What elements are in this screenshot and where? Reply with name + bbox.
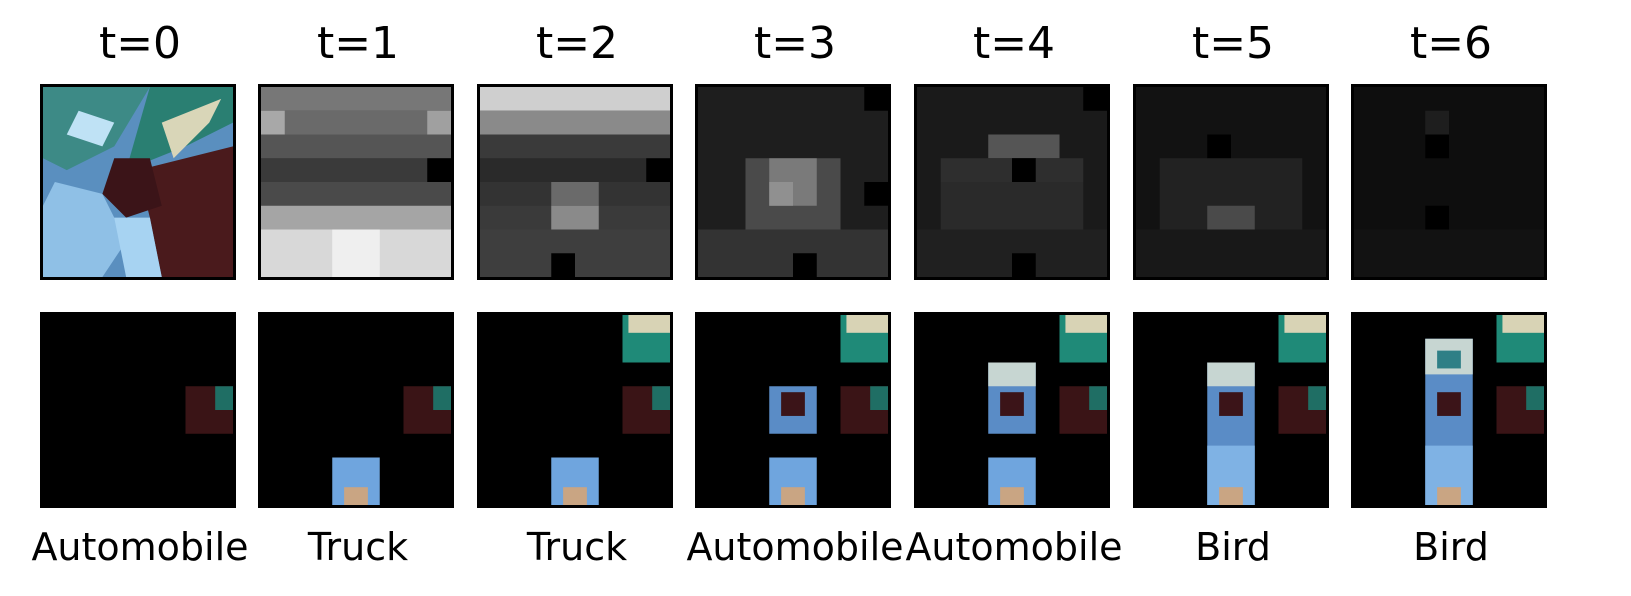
glimpse-canvas [1351, 312, 1547, 508]
prediction-label: Automobile [31, 525, 249, 569]
step-column-3: t=3 [686, 0, 903, 596]
step-column-5: t=5 Bird [1131, 0, 1335, 596]
attention-map [1133, 84, 1329, 280]
attention-map [695, 84, 891, 280]
glimpse-canvas [695, 312, 891, 508]
attention-map [258, 84, 454, 280]
attention-map [1351, 84, 1547, 280]
glimpse-canvas [40, 312, 236, 508]
step-column-4: t=4 [905, 0, 1122, 596]
prediction-label: Automobile [686, 525, 904, 569]
step-column-2: t=2 [475, 0, 679, 596]
prediction-label: Truck [526, 525, 628, 569]
step-title: t=3 [753, 18, 837, 69]
prediction-label: Truck [307, 525, 409, 569]
step-column-6: t=6 [1349, 0, 1553, 596]
prediction-label: Bird [1195, 525, 1271, 569]
step-title: t=5 [1191, 18, 1275, 69]
prediction-label: Bird [1413, 525, 1489, 569]
attention-map [914, 84, 1110, 280]
step-title: t=6 [1409, 18, 1493, 69]
prediction-label: Automobile [905, 525, 1123, 569]
glimpse-canvas [477, 312, 673, 508]
glimpse-canvas [1133, 312, 1329, 508]
step-column-0: t=0 Automobile [31, 0, 248, 596]
glimpse-canvas [258, 312, 454, 508]
step-title: t=1 [316, 18, 400, 69]
glimpse-canvas [914, 312, 1110, 508]
attention-map [477, 84, 673, 280]
step-title: t=4 [972, 18, 1056, 69]
step-column-1: t=1 [256, 0, 460, 596]
step-title: t=0 [98, 18, 182, 69]
step-title: t=2 [535, 18, 619, 69]
input-image [40, 84, 236, 280]
